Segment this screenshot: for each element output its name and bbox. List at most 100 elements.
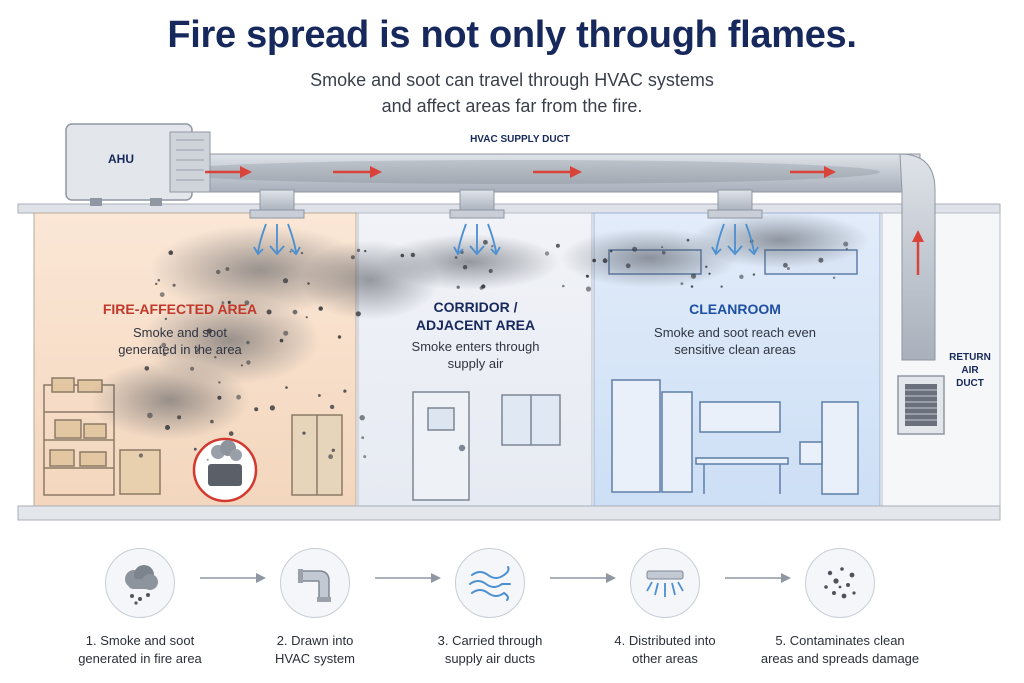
particles-icon (805, 548, 875, 618)
step-arrow-1 (200, 573, 266, 583)
subtitle-line-1: Smoke and soot can travel through HVAC s… (310, 70, 714, 90)
soot-particle (364, 249, 367, 253)
soot-particle (708, 272, 711, 275)
soot-particle (832, 276, 836, 279)
soot-particle (161, 342, 167, 348)
soot-particle (661, 246, 664, 249)
soot-particle (210, 419, 214, 424)
cleanroom-zone-label: CLEANROOM Smoke and soot reach even sens… (630, 300, 840, 358)
soot-particle (283, 330, 289, 336)
soot-particle (236, 394, 242, 400)
soot-particle (690, 273, 697, 279)
subtitle-line-2: and affect areas far from the fire. (381, 96, 643, 116)
corridor-zone-label: CORRIDOR / ADJACENT AREA Smoke enters th… (378, 298, 573, 372)
soot-particle (144, 366, 150, 371)
step-3: 3. Carried through supply air ducts (405, 548, 575, 668)
soot-particle (686, 238, 690, 242)
soot-particle (227, 300, 231, 304)
soot-particle (752, 273, 756, 276)
page-subtitle: Smoke and soot can travel through HVAC s… (0, 67, 1024, 119)
diffuser-airflow-arrows (253, 223, 759, 256)
step-4-line-1: 4. Distributed into (614, 633, 716, 648)
soot-particle (193, 447, 197, 451)
soot-particle (632, 246, 638, 252)
soot-particle (289, 250, 292, 253)
soot-particle (162, 352, 167, 357)
soot-particle (147, 412, 153, 419)
soot-particle (225, 267, 230, 271)
soot-particle (217, 395, 222, 400)
airflow-icon (455, 548, 525, 618)
soot-particle (454, 256, 458, 259)
soot-particle (483, 239, 488, 245)
return-duct-label-line-1: RETURN (949, 352, 991, 363)
soot-particle (602, 258, 608, 264)
corridor-zone-title-1: CORRIDOR / (433, 299, 518, 315)
soot-particle (555, 243, 560, 248)
soot-particle (165, 425, 170, 430)
step-2-line-1: 2. Drawn into (276, 633, 354, 648)
corridor-door (412, 391, 470, 501)
soot-particle (585, 274, 589, 278)
step-arrow-4 (725, 573, 791, 583)
fire-zone-label: FIRE-AFFECTED AREA Smoke and soot genera… (80, 300, 280, 358)
soot-particle (305, 316, 308, 319)
diffuser-icon (630, 548, 700, 618)
page-title: Fire spread is not only through flames. (167, 14, 857, 56)
soot-particle (197, 348, 200, 351)
duct-smoke (160, 160, 880, 184)
step-3-line-1: 3. Carried through (437, 633, 543, 648)
duct-flow-arrows (205, 166, 924, 275)
step-arrow-3 (550, 573, 616, 583)
soot-particle (240, 364, 243, 367)
soot-particle (206, 328, 212, 334)
soot-particle (363, 455, 367, 459)
corridor-window (501, 394, 561, 446)
soot-particle (400, 253, 405, 258)
soot-particle (195, 350, 199, 353)
soot-particle (155, 282, 158, 286)
soot-particle (818, 257, 824, 263)
fire-zone-text-1: Smoke and soot (133, 325, 227, 340)
return-duct-label-line-3: DUCT (956, 378, 984, 389)
step-arrow-2 (375, 573, 441, 583)
soot-particle (216, 269, 221, 275)
soot-particle (159, 292, 165, 297)
soot-particle (337, 335, 342, 339)
corridor-zone-text-2: supply air (447, 356, 504, 371)
soot-particle (661, 250, 666, 255)
soot-particle (343, 389, 347, 393)
smoke-plume (90, 212, 870, 440)
soot-particle (168, 250, 174, 255)
soot-particle (307, 282, 310, 285)
soot-particle (302, 431, 306, 435)
step-1-line-1: 1. Smoke and soot (85, 633, 195, 648)
step-4: 4. Distributed into other areas (580, 548, 750, 668)
soot-particle (361, 436, 365, 439)
step-3-line-2: supply air ducts (444, 651, 536, 666)
soot-particle (230, 308, 233, 311)
soot-particle (269, 405, 275, 411)
step-4-line-2: other areas (632, 651, 698, 666)
ahu-label: AHU (108, 152, 134, 166)
soot-particle (843, 241, 849, 247)
soot-particle (356, 248, 361, 252)
soot-particle (585, 286, 592, 292)
soot-particle (244, 300, 250, 306)
soot-particle (488, 269, 493, 273)
return-duct-label-line-2: AIR (961, 365, 979, 376)
soot-particle (410, 252, 416, 258)
soot-particle (562, 284, 565, 288)
soot-particle (462, 265, 468, 270)
soot-particle (456, 285, 460, 289)
soot-particle (680, 282, 684, 286)
corridor-zone-title-2: ADJACENT AREA (415, 317, 536, 333)
soot-particle (157, 278, 161, 282)
soot-particle (592, 258, 596, 263)
cabinet (291, 414, 343, 496)
soot-particle (350, 255, 355, 260)
duct-elbow-icon (280, 548, 350, 618)
soot-particle (206, 458, 209, 461)
soot-particle (355, 311, 361, 317)
